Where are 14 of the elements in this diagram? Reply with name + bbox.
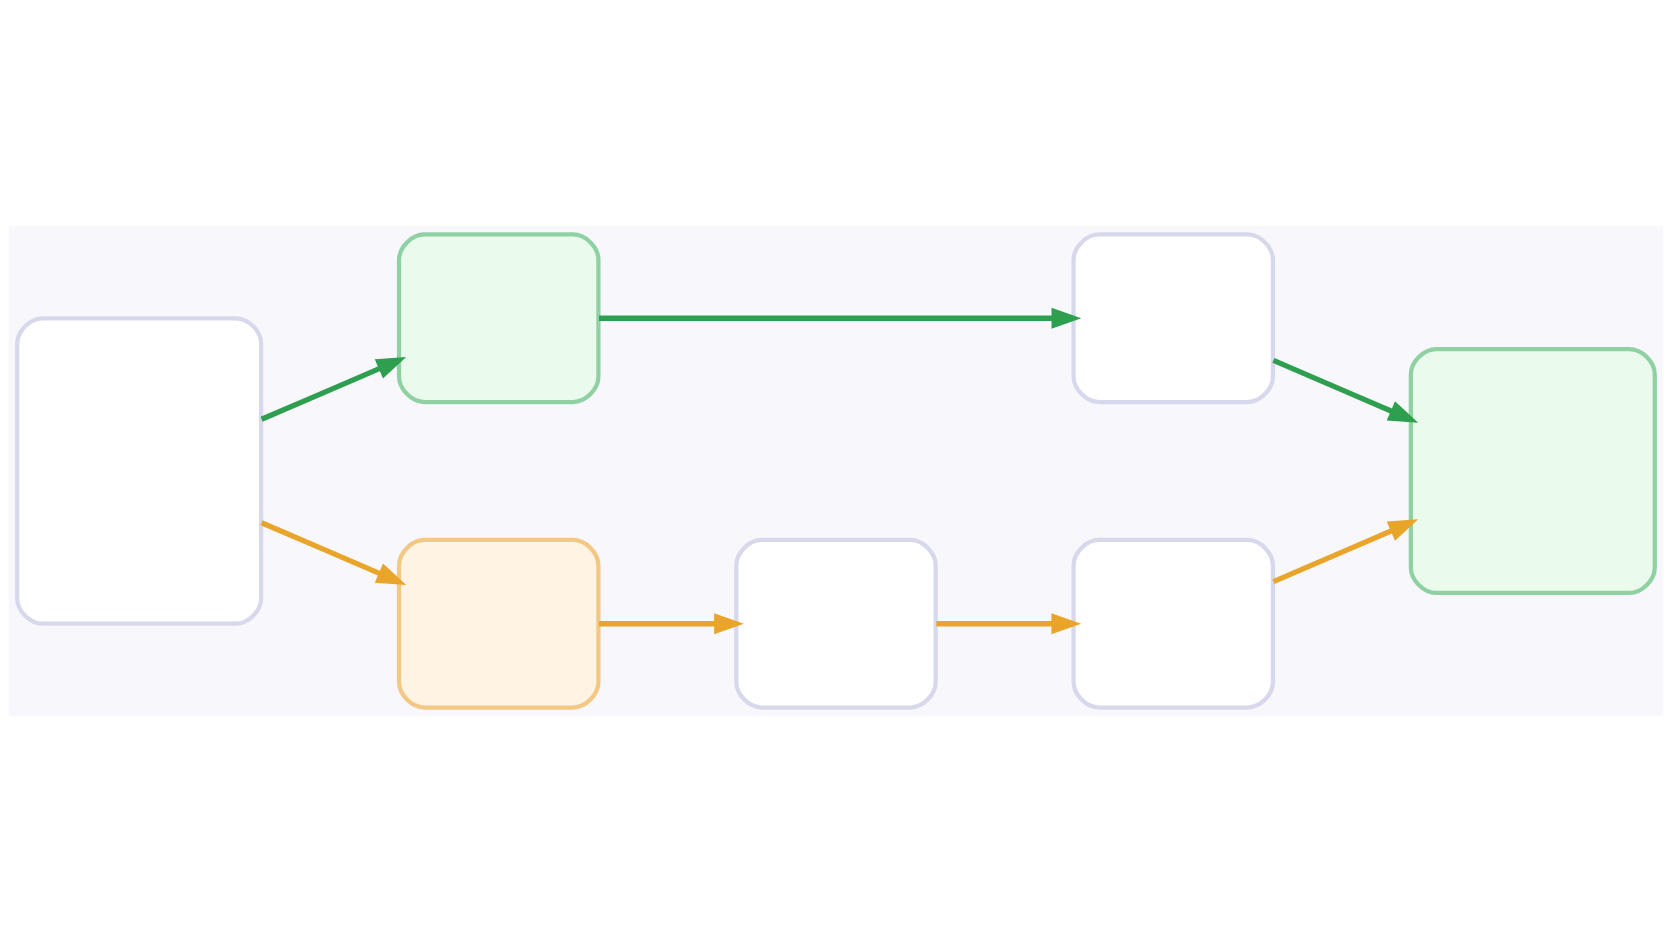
arrow	[599, 612, 744, 634]
node-box	[396, 231, 601, 404]
arrow	[260, 356, 407, 422]
node-box	[734, 537, 938, 710]
arrow	[936, 612, 1082, 634]
node-box	[1408, 346, 1657, 595]
arrow	[1272, 518, 1419, 584]
arrow	[260, 519, 407, 585]
node-box	[396, 537, 601, 710]
node-box	[15, 315, 264, 626]
node-box	[1071, 537, 1276, 710]
arrow	[599, 307, 1082, 329]
node-box	[1071, 231, 1276, 404]
arrow	[1272, 357, 1419, 423]
